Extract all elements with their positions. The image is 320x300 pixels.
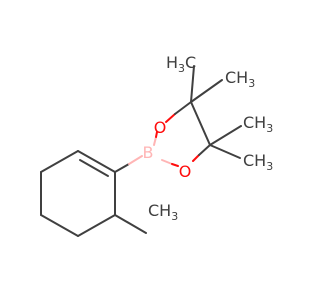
methyl-bond-2 [190,79,223,103]
o-bottom-c-bond-carbon-half [198,144,211,156]
structure-diagram: B O O H3C CH3 CH3 CH3 CH3 [40,53,273,237]
bo-top-boron-half [153,136,157,146]
ring-bond-1-double [79,159,109,177]
o-bottom-c-bond-oxygen-half [192,154,200,162]
oxygen-top-label: O [154,118,167,137]
oxygen-bottom-label: O [179,162,192,181]
methyl-label-middle-right: CH3 [243,113,273,135]
ring-bond-5 [77,214,116,237]
methyl-bond-3 [209,125,242,146]
o-top-c-bond-carbon-half [174,101,192,115]
o-top-c-bond-oxygen-half [165,113,176,123]
methyl-label-top-right: CH3 [225,68,255,90]
c-c-bond [190,101,211,146]
ring-bond-2 [40,150,79,173]
dioxaborolane-ring [165,101,211,162]
methyl-bond-4 [209,144,241,159]
bo-top-oxygen-half [155,131,158,138]
pinacol-methyl-bonds [190,65,242,159]
carbon-boron-bond [114,155,143,173]
bo-bottom-oxygen-half [171,163,179,167]
methyl-label-lower-right: CH3 [243,151,273,173]
cb-bond-boron-half [128,155,143,165]
ring-bond-1 [77,150,116,173]
ring-methyl-bond [114,214,147,234]
methyl-bond-1 [190,65,195,103]
boron-atom-label: B [143,143,154,162]
ring-bond-4 [40,214,79,237]
cyclohexene-ring [40,150,116,237]
methyl-label-ring: CH3 [148,201,178,223]
boron-oxygen-bonds [153,131,179,167]
methyl-label-top-left: H3C [166,53,196,75]
cb-bond-carbon-half [114,163,130,173]
bo-bottom-boron-half [161,159,173,165]
molecule-canvas: B O O H3C CH3 CH3 CH3 CH3 [40,53,274,237]
